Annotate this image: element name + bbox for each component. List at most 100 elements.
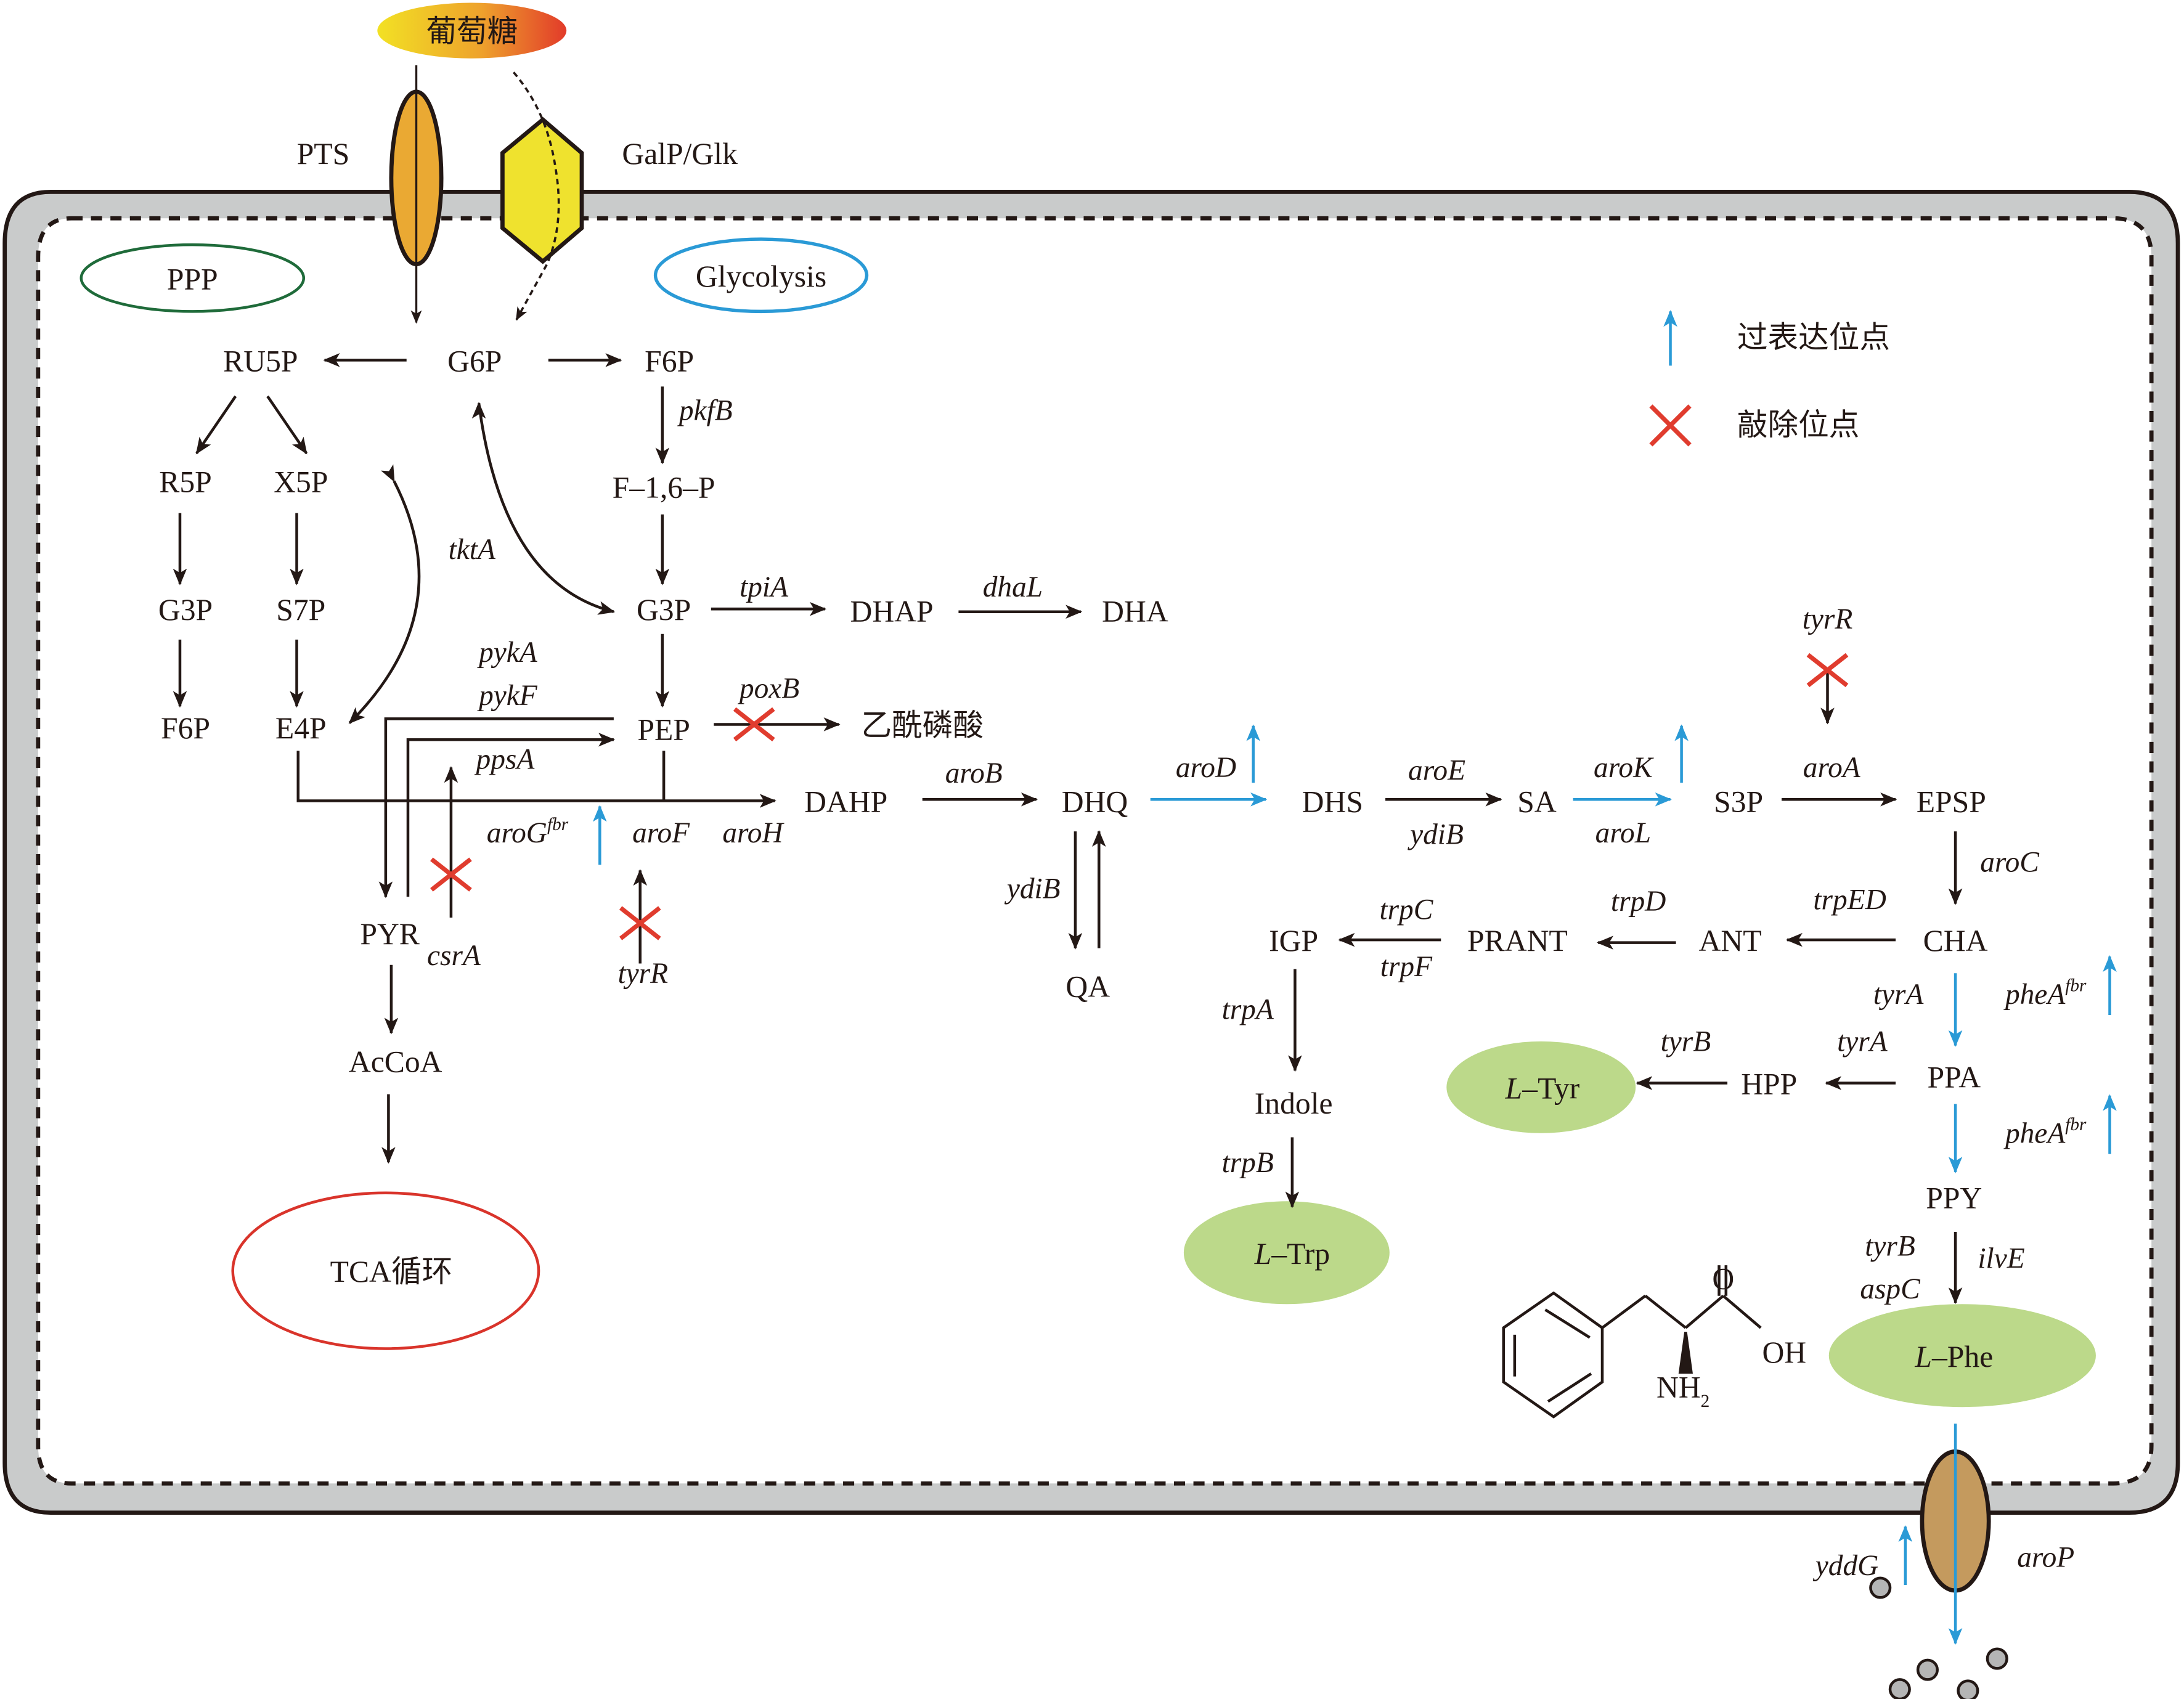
arrow-ru5p-to-r5p xyxy=(195,395,237,455)
metabolite-label-g3p: G3P xyxy=(637,593,691,627)
metabolite-label-dhs: DHS xyxy=(1302,785,1363,819)
product-phe: L–Phe xyxy=(1828,1304,2096,1408)
gene-label-tpiA: tpiA xyxy=(740,571,789,603)
svg-text:L–Tyr: L–Tyr xyxy=(1505,1071,1580,1105)
metabolite-label-ppy: PPY xyxy=(1926,1181,1982,1215)
ppp-label: PPP xyxy=(167,262,218,296)
gene-label-aroL: aroL xyxy=(1595,817,1651,849)
galp-glk-transporter: GalP/Glk xyxy=(500,71,738,321)
gene-label-aroC: aroC xyxy=(1980,847,2040,879)
legend-knockout-icon xyxy=(1649,404,1692,447)
arrow-ru5p-to-x5p xyxy=(266,395,308,455)
pts-label: PTS xyxy=(297,137,350,171)
arrow-pyr-to-pep xyxy=(406,732,616,897)
knockout-x-poxB xyxy=(733,707,775,742)
gene-label-trpC: trpC xyxy=(1379,894,1433,926)
gene-label-tktA: tktA xyxy=(449,534,496,566)
knockout-marks xyxy=(430,653,1849,940)
tca-label: TCA循环 xyxy=(330,1255,453,1289)
gene-label-aroB: aroB xyxy=(945,757,1003,789)
metabolite-label-s7p: S7P xyxy=(276,593,325,627)
metabolite-label-x5p: X5P xyxy=(274,465,328,499)
gene-label-dhaL: dhaL xyxy=(983,571,1043,603)
metabolite-label-igp: IGP xyxy=(1269,924,1318,958)
cell-membrane xyxy=(2,189,2180,1515)
ppp-module: PPP xyxy=(79,243,306,313)
gene-label-aroK: aroK xyxy=(1594,752,1654,784)
metabolite-label-sa: SA xyxy=(1517,785,1557,819)
metabolite-label-g3p-ppp: G3P xyxy=(158,593,213,627)
metabolite-label-e4p: E4P xyxy=(275,711,327,745)
legend-knockout-label: 敲除位点 xyxy=(1737,407,1859,442)
gene-label-trpB: trpB xyxy=(1222,1147,1274,1179)
svg-text:L–Phe: L–Phe xyxy=(1914,1340,1993,1374)
arrow-g6p-g3p-tktA xyxy=(477,402,616,615)
gene-label-trpA: trpA xyxy=(1222,994,1274,1026)
gene-label-tyrR-top: tyrR xyxy=(1803,603,1853,635)
gene-label-trpD: trpD xyxy=(1611,886,1666,918)
gene-label-trpED: trpED xyxy=(1813,884,1886,916)
metabolite-label-ru5p: RU5P xyxy=(223,344,298,378)
gene-label-ydiB-dhq: ydiB xyxy=(1004,873,1061,905)
phenylalanine-structure xyxy=(1502,1265,1762,1419)
gene-label-aroG: aroGfbr xyxy=(487,815,569,849)
gene-label-pykA: pykA xyxy=(477,637,538,669)
metabolite-label-accoa: AcCoA xyxy=(349,1045,442,1078)
gene-label-pkfB: pkfB xyxy=(677,394,733,426)
legend-overexpress-label: 过表达位点 xyxy=(1737,319,1890,355)
structure-hydroxyl: OH xyxy=(1762,1335,1806,1369)
metabolite-label-pyr: PYR xyxy=(360,917,420,951)
gene-label-tyrR-left: tyrR xyxy=(617,958,668,990)
arrow-e4p-pep-to-dahp xyxy=(296,751,776,808)
glycolysis-module: Glycolysis xyxy=(653,237,869,314)
gene-label-aroA: aroA xyxy=(1803,752,1861,784)
metabolite-label-dha: DHA xyxy=(1102,594,1168,628)
gene-label-aroD: aroD xyxy=(1176,752,1236,784)
gene-label-aroE: aroE xyxy=(1408,755,1465,787)
gene-label-ydiB: ydiB xyxy=(1408,818,1464,850)
metabolite-label-epsp: EPSP xyxy=(1917,785,1986,819)
metabolite-label-r5p: R5P xyxy=(159,465,212,499)
metabolite-label-pep: PEP xyxy=(637,712,690,746)
gene-label-csrA: csrA xyxy=(427,940,481,972)
glycolysis-label: Glycolysis xyxy=(696,259,826,293)
gene-label-poxB: poxB xyxy=(738,673,799,705)
gene-label-tyrA-2: tyrA xyxy=(1837,1026,1888,1058)
gene-label-tyrA-1: tyrA xyxy=(1873,979,1925,1011)
gene-label-aspC: aspC xyxy=(1860,1273,1921,1305)
svg-text:L–Trp: L–Trp xyxy=(1254,1237,1330,1271)
gene-label-aroP: aroP xyxy=(2017,1542,2074,1574)
knockout-x-tyrR-left xyxy=(619,906,661,940)
gene-label-ilvE: ilvE xyxy=(1978,1243,2024,1275)
metabolite-label-g6p: G6P xyxy=(447,344,502,378)
metabolite-label-dahp: DAHP xyxy=(804,785,887,819)
structure-amine: NH2 xyxy=(1656,1370,1709,1411)
pts-transporter: PTS xyxy=(297,65,444,324)
metabolite-label-f6p: F6P xyxy=(645,344,694,378)
gene-label-aroF: aroF xyxy=(632,817,690,849)
gene-label-aroH: aroH xyxy=(722,817,784,849)
metabolite-label-f6p-ppp: F6P xyxy=(161,711,210,745)
pathway-arrows xyxy=(173,353,2117,1585)
gene-label-pheA-1: pheAfbr xyxy=(2003,976,2087,1011)
gene-label-yddG: yddG xyxy=(1813,1550,1879,1582)
metabolite-label-acetylp: 乙酰磷酸 xyxy=(861,707,984,743)
metabolite-label-s3p: S3P xyxy=(1714,785,1763,819)
metabolite-label-qa: QA xyxy=(1066,970,1110,1004)
arop-exporter xyxy=(1869,1424,2008,1699)
gene-label-tyrB-tyr: tyrB xyxy=(1661,1026,1711,1058)
galp-glk-label: GalP/Glk xyxy=(622,137,738,171)
structure-oxygen: O xyxy=(1712,1261,1734,1295)
metabolite-label-dhap: DHAP xyxy=(850,594,934,628)
exported-phe-particles xyxy=(1869,1576,2008,1699)
metabolite-label-hpp: HPP xyxy=(1741,1067,1797,1101)
gene-label-pykF: pykF xyxy=(477,680,538,712)
metabolite-label-ppa: PPA xyxy=(1928,1060,1981,1094)
glucose-node: 葡萄糖 xyxy=(377,2,567,59)
metabolite-label-cha: CHA xyxy=(1923,924,1988,958)
gene-label-ppsA: ppsA xyxy=(475,744,536,776)
arrow-x5p-e4p-tktA xyxy=(348,464,421,724)
product-tyr: L–Tyr xyxy=(1446,1041,1636,1133)
